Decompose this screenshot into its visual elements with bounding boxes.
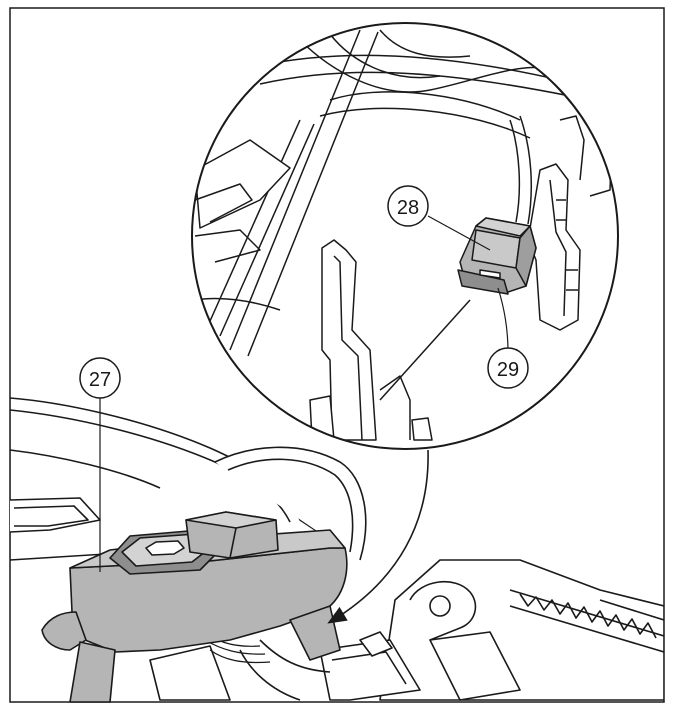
left-structure-2 [194, 183, 253, 223]
cross-wire-3 [379, 29, 471, 58]
callout-28-label: 28 [397, 197, 419, 219]
leader-28 [427, 215, 491, 251]
detail-view [191, 22, 619, 450]
left-structure [194, 139, 291, 229]
far-right-rib-2 [559, 115, 585, 181]
diagonal-rod-a [229, 29, 361, 351]
wire-to-clip-1 [509, 119, 521, 223]
callout-28-circle [387, 185, 429, 227]
cross-wire-1 [299, 39, 561, 93]
lower-lines [239, 639, 331, 701]
switch-housing [41, 511, 348, 703]
switch-button-slot [145, 540, 185, 556]
right-bracket-hole [429, 595, 451, 617]
callout-27: 27 [79, 357, 121, 399]
right-bracket-inner [549, 179, 567, 317]
housing-leg [69, 641, 116, 703]
connector-block-edge [229, 527, 237, 559]
callout-27-label: 27 [89, 369, 111, 391]
connector-block-top [185, 511, 277, 529]
diagonal-rod-b [247, 31, 379, 357]
center-rib [321, 239, 377, 441]
bolt-shape [359, 631, 393, 657]
fuse-clip-slot [479, 269, 501, 279]
vent-slot-inner [13, 505, 89, 527]
zigzag-teeth [519, 593, 657, 639]
dashboard-lower-edge [10, 449, 161, 489]
top-bar-2 [259, 71, 571, 97]
fuse-clip [457, 217, 537, 295]
fuse-clip-side [515, 225, 537, 287]
diagonal-rod-c [205, 119, 301, 331]
housing-flange [41, 611, 87, 651]
top-bar-3 [329, 91, 521, 121]
center-rib-inner [333, 255, 363, 441]
callout-27-circle [79, 357, 121, 399]
callout-29: 29 [487, 347, 529, 389]
lower-connector-mid-inner [331, 651, 407, 685]
right-panel-edge [599, 599, 664, 621]
callout-28: 28 [387, 185, 429, 227]
left-ledge [194, 229, 261, 263]
diagonal-rod-d [219, 123, 315, 337]
callout-29-circle [487, 347, 529, 389]
cross-wire-2 [329, 33, 441, 79]
callout-29-label: 29 [497, 359, 519, 381]
detail-arrow [327, 449, 429, 624]
lower-connector-right [429, 631, 521, 701]
detail-view-border [191, 22, 619, 450]
center-rib-right [379, 375, 411, 440]
leader-29 [497, 287, 509, 353]
left-lower-line [194, 297, 281, 311]
right-bracket-notches [556, 199, 578, 291]
right-bracket-1 [409, 580, 477, 641]
wire-to-clip-2 [519, 115, 533, 225]
small-tab [411, 417, 433, 441]
round-boss-inner [227, 458, 354, 553]
top-bar-4 [319, 107, 531, 139]
wire-down [379, 299, 471, 401]
lower-connector-left [149, 645, 231, 701]
